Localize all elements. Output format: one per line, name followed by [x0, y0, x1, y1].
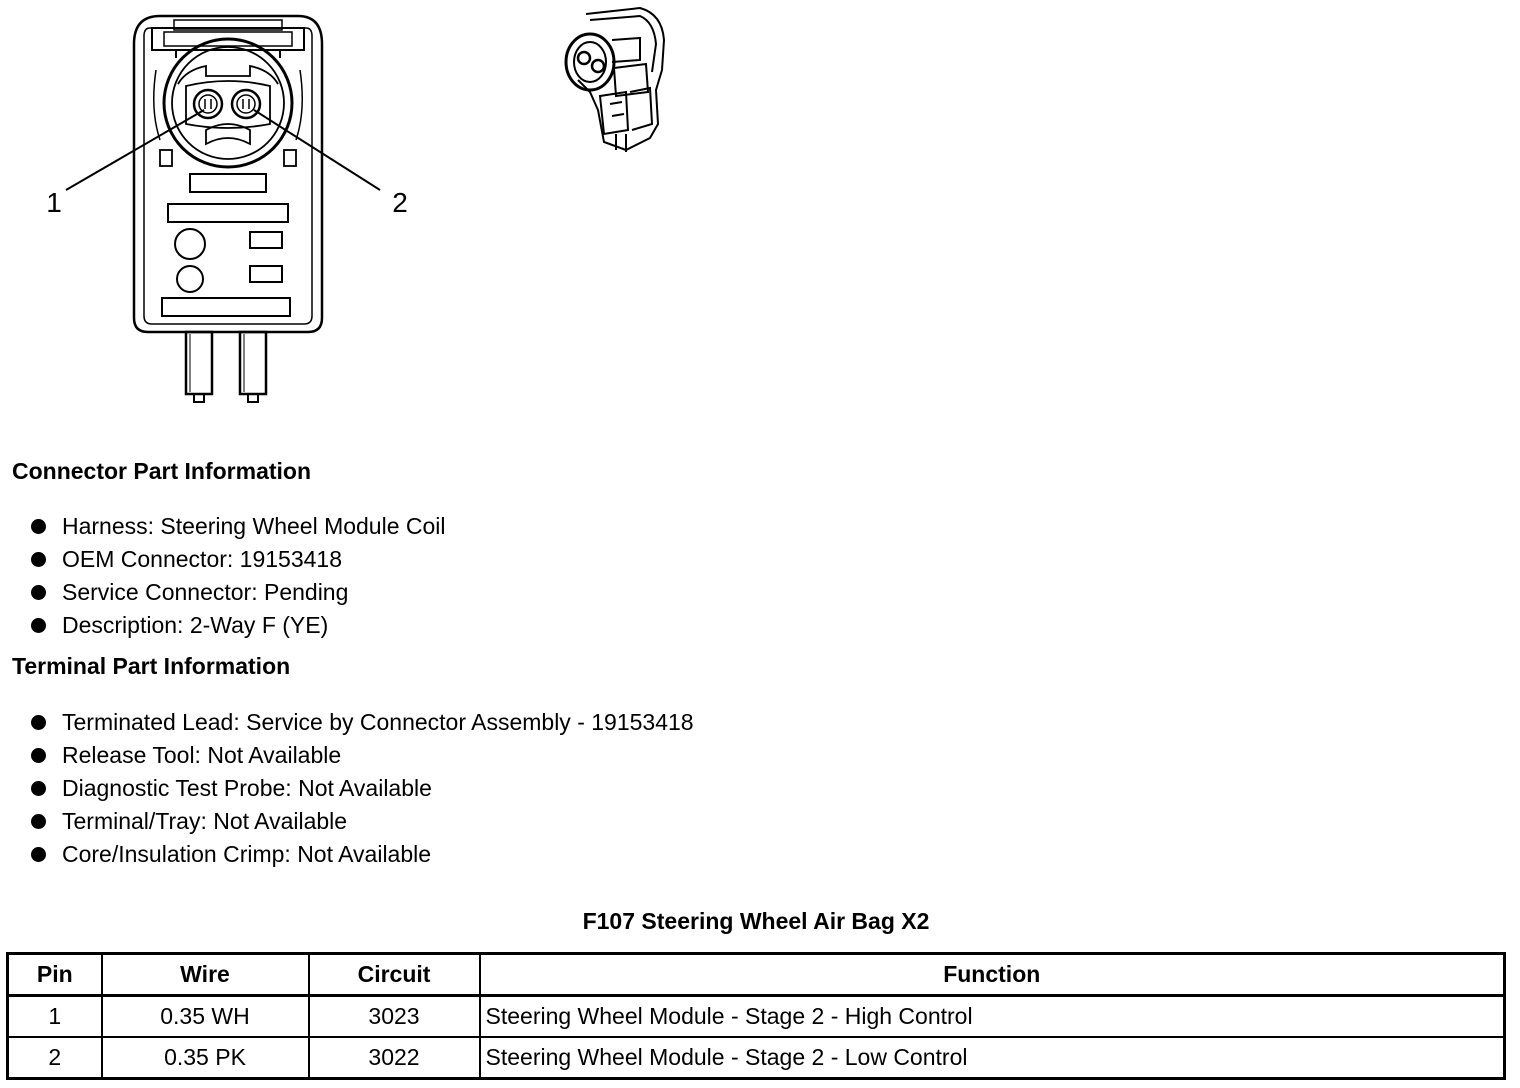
- list-item: OEM Connector: 19153418: [28, 543, 446, 576]
- cell-pin: 1: [6, 994, 103, 1038]
- pin-table: Pin Wire Circuit Function 1 0.35 WH 3023…: [6, 952, 1506, 1080]
- list-item: Service Connector: Pending: [28, 576, 446, 609]
- connector-face-drawing: [65, 14, 381, 403]
- column-header-wire: Wire: [100, 952, 310, 997]
- table-row: 2 0.35 PK 3022 Steering Wheel Module - S…: [6, 1036, 1506, 1080]
- column-header-circuit: Circuit: [307, 952, 481, 997]
- list-item: Diagnostic Test Probe: Not Available: [28, 772, 694, 805]
- bullet-icon: [31, 618, 46, 633]
- bullet-icon: [31, 552, 46, 567]
- list-item: Terminated Lead: Service by Connector As…: [28, 706, 694, 739]
- bullet-icon: [31, 781, 46, 796]
- callout-1: 1: [46, 187, 62, 218]
- connector-diagram-svg: 1 2: [46, 6, 666, 403]
- terminal-info-heading: Terminal Part Information: [12, 653, 291, 679]
- connector-info-heading: Connector Part Information: [12, 458, 312, 484]
- connector-info-list: Harness: Steering Wheel Module Coil OEM …: [28, 510, 446, 642]
- cell-function: Steering Wheel Module - Stage 2 - Low Co…: [478, 1036, 1506, 1080]
- list-item: Core/Insulation Crimp: Not Available: [28, 838, 694, 871]
- callout-2: 2: [392, 187, 408, 218]
- cell-wire: 0.35 WH: [100, 994, 310, 1038]
- list-item: Terminal/Tray: Not Available: [28, 805, 694, 838]
- bullet-icon: [31, 585, 46, 600]
- cell-pin: 2: [6, 1036, 103, 1080]
- bullet-icon: [31, 519, 46, 534]
- list-item: Description: 2-Way F (YE): [28, 609, 446, 642]
- cell-function: Steering Wheel Module - Stage 2 - High C…: [478, 994, 1506, 1038]
- terminal-info-list: Terminated Lead: Service by Connector As…: [28, 706, 694, 871]
- bullet-icon: [31, 847, 46, 862]
- pin-table-title: F107 Steering Wheel Air Bag X2: [582, 908, 930, 934]
- column-header-pin: Pin: [6, 952, 103, 997]
- bullet-icon: [31, 748, 46, 763]
- bullet-icon: [31, 814, 46, 829]
- cell-wire: 0.35 PK: [100, 1036, 310, 1080]
- cell-circuit: 3022: [307, 1036, 481, 1080]
- table-row: 1 0.35 WH 3023 Steering Wheel Module - S…: [6, 994, 1506, 1038]
- column-header-function: Function: [478, 952, 1506, 997]
- table-header-row: Pin Wire Circuit Function: [6, 952, 1506, 997]
- bullet-icon: [31, 715, 46, 730]
- connector-diagram: 1 2: [0, 0, 1520, 440]
- connector-isometric-drawing: [564, 6, 666, 152]
- cell-circuit: 3023: [307, 994, 481, 1038]
- list-item: Harness: Steering Wheel Module Coil: [28, 510, 446, 543]
- list-item: Release Tool: Not Available: [28, 739, 694, 772]
